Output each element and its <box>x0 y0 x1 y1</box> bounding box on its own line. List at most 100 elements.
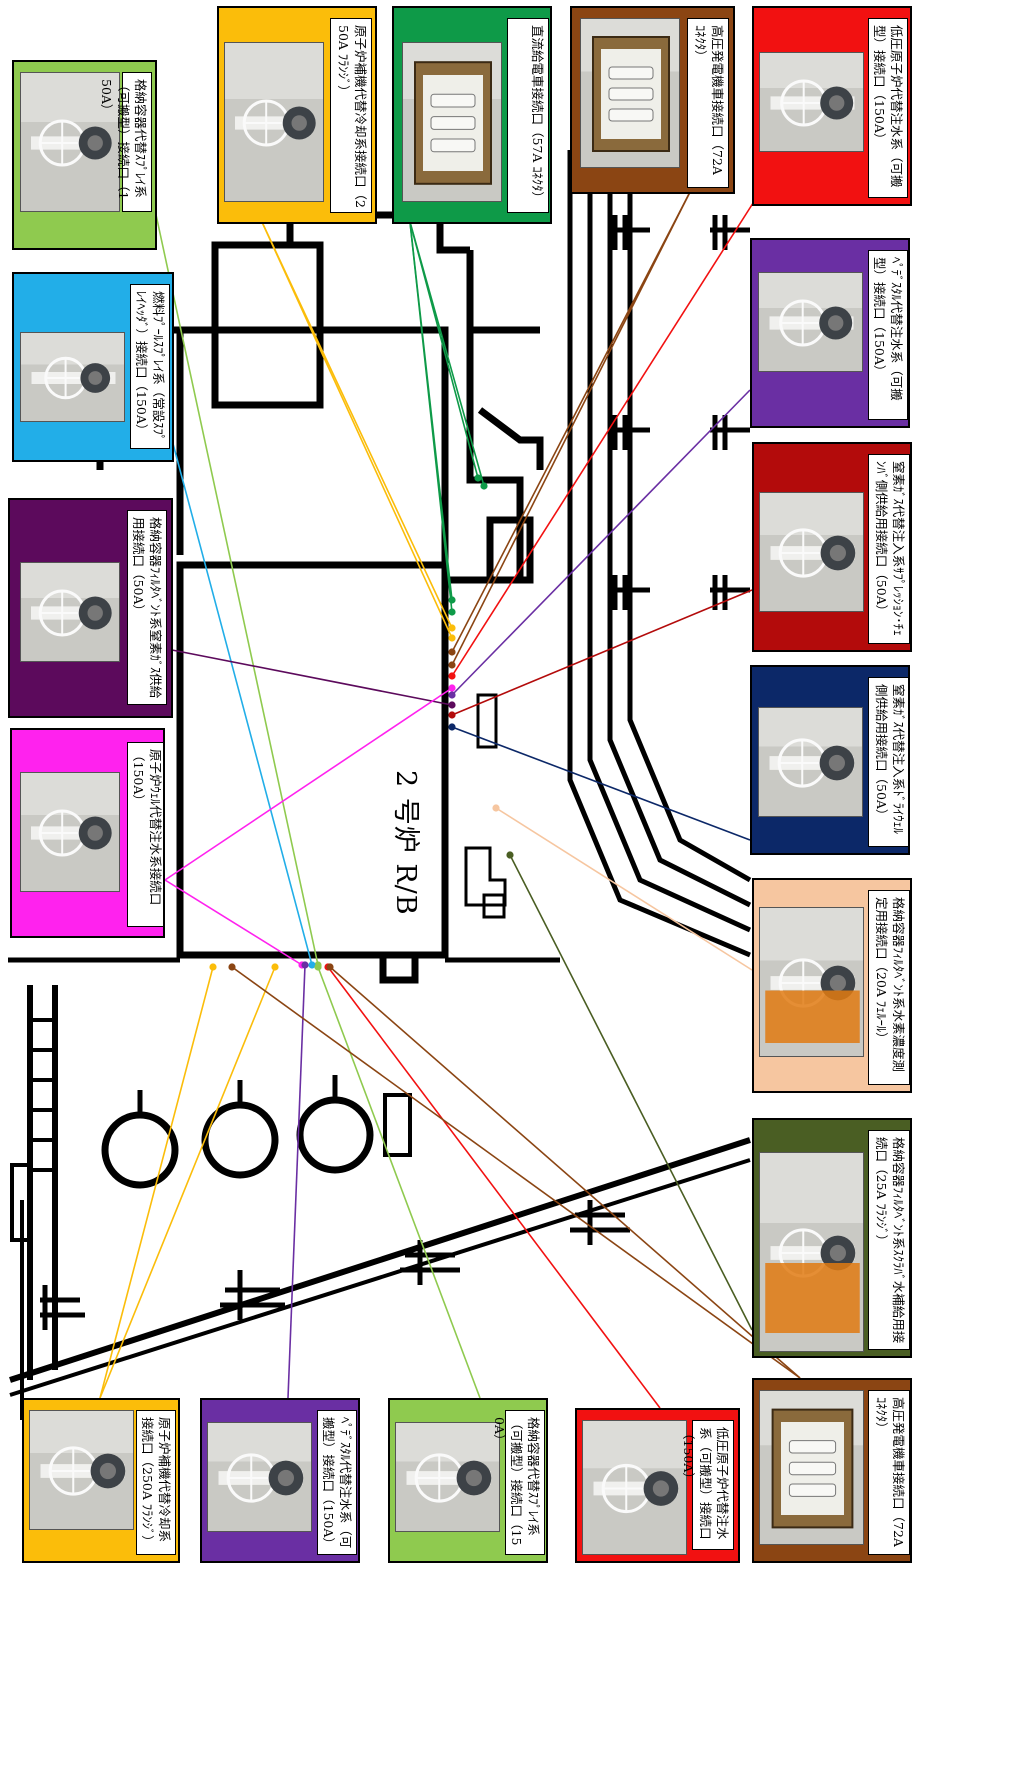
port-label: 格納容器ﾌｨﾙﾀﾍﾞﾝﾄ系窒素ｶﾞｽ供給用接続口（50A） <box>128 511 168 706</box>
port-caption: ﾍﾟﾃﾞｽﾀﾙ代替注水系（可搬型）接続口（150A） <box>317 1410 357 1555</box>
connection-point-c12 <box>492 804 499 811</box>
port-card-c17: 低圧原子炉代替注水系（可搬型）接続口（150A） <box>575 1408 740 1563</box>
port-caption: ﾍﾟﾃﾞｽﾀﾙ代替注水系（可搬型）接続口（150A） <box>868 250 908 420</box>
connection-point-c15 <box>301 961 308 968</box>
port-caption: 格納容器代替ｽﾌﾟﾚｲ系（可搬型）接続口（150A） <box>505 1410 545 1555</box>
port-card-c7: 高圧発電機車接続口（72A ｺﾈｸﾀ） <box>570 6 735 194</box>
port-card-c16: 格納容器代替ｽﾌﾟﾚｲ系（可搬型）接続口（150A） <box>388 1398 548 1563</box>
port-caption: 格納容器ﾌｨﾙﾀﾍﾞﾝﾄ系窒素ｶﾞｽ供給用接続口（50A） <box>127 510 167 705</box>
port-photo <box>207 1422 312 1532</box>
port-photo <box>759 1152 864 1352</box>
connection-point-c5 <box>448 624 455 631</box>
port-caption: 格納容器ﾌｨﾙﾀﾍﾞﾝﾄ系水素濃度測定用接続口（20A ﾌｪﾙｰﾙ） <box>868 890 910 1085</box>
port-caption: 原子炉補機代替冷却系接続口（250A ﾌﾗﾝｼﾞ） <box>136 1410 176 1555</box>
leader-line-c10 <box>452 590 752 715</box>
port-photo <box>759 907 864 1057</box>
port-label: ﾍﾟﾃﾞｽﾀﾙ代替注水系（可搬型）接続口（150A） <box>869 251 909 421</box>
port-card-c18: 高圧発電機車接続口（72A ｺﾈｸﾀ） <box>752 1378 912 1563</box>
port-label: 低圧原子炉代替注水系（可搬型）接続口（150A） <box>693 1421 735 1551</box>
port-caption: 原子炉ｳｪﾙ代替注水系接続口（150A） <box>127 742 165 927</box>
port-photo <box>582 1420 687 1555</box>
port-photo <box>759 1390 864 1545</box>
port-label: 窒素ｶﾞｽ代替注入系ｻﾌﾟﾚｯｼｮﾝ･ﾁｪﾝﾊﾞ側供給用接続口（50A） <box>869 455 911 645</box>
port-photo <box>20 332 125 422</box>
port-label: 格納容器代替ｽﾌﾟﾚｲ系（可搬型）接続口（150A） <box>506 1411 546 1556</box>
connection-point-c9 <box>448 691 455 698</box>
port-card-c9: ﾍﾟﾃﾞｽﾀﾙ代替注水系（可搬型）接続口（150A） <box>750 238 910 428</box>
building-label: 2 号炉 R/B <box>388 770 428 950</box>
port-photo <box>759 52 864 152</box>
leader-line-c15 <box>288 965 305 1398</box>
connection-point-c16 <box>314 963 321 970</box>
port-card-c15: ﾍﾟﾃﾞｽﾀﾙ代替注水系（可搬型）接続口（150A） <box>200 1398 360 1563</box>
port-caption: 窒素ｶﾞｽ代替注入系ｻﾌﾟﾚｯｼｮﾝ･ﾁｪﾝﾊﾞ側供給用接続口（50A） <box>868 454 910 644</box>
port-caption: 窒素ｶﾞｽ代替注入系ﾄﾞﾗｲｳｪﾙ側供給用接続口（50A） <box>868 677 910 847</box>
port-label: 直流給電車接続口（57A ｺﾈｸﾀ） <box>508 19 550 214</box>
port-card-c5: 原子炉補機代替冷却系接続口（250A ﾌﾗﾝｼﾞ） <box>217 6 377 224</box>
port-photo <box>758 707 863 817</box>
connection-point-c3 <box>448 701 455 708</box>
leader-line-c16 <box>318 967 480 1398</box>
port-caption: 格納容器ﾌｨﾙﾀﾍﾞﾝﾄ系ｽｸﾗﾊﾞ水補給用接続口（25A ﾌﾗﾝｼﾞ） <box>868 1130 910 1350</box>
connection-point-c5 <box>448 634 455 641</box>
port-caption: 格納容器代替ｽﾌﾟﾚｲ系（可搬型）接続口（150A） <box>122 72 152 212</box>
port-card-c13: 格納容器ﾌｨﾙﾀﾍﾞﾝﾄ系ｽｸﾗﾊﾞ水補給用接続口（25A ﾌﾗﾝｼﾞ） <box>752 1118 912 1358</box>
leader-line-c9 <box>452 390 750 695</box>
port-card-c14: 原子炉補機代替冷却系接続口（250A ﾌﾗﾝｼﾞ） <box>22 1398 180 1563</box>
port-photo <box>759 492 864 612</box>
port-card-c2: 燃料ﾌﾟｰﾙｽﾌﾟﾚｲ系（常設ｽﾌﾟﾚｲﾍｯﾀﾞ）接続口（150A） <box>12 272 174 462</box>
port-label: 原子炉ｳｪﾙ代替注水系接続口（150A） <box>128 743 165 928</box>
port-label: 燃料ﾌﾟｰﾙｽﾌﾟﾚｲ系（常設ｽﾌﾟﾚｲﾍｯﾀﾞ）接続口（150A） <box>131 285 171 450</box>
port-label: 原子炉補機代替冷却系接続口（250A ﾌﾗﾝｼﾞ） <box>331 19 373 214</box>
connection-point-c8 <box>448 672 455 679</box>
port-label: 低圧原子炉代替注水系（可搬型）接続口（150A） <box>869 19 909 199</box>
leader-line-c8 <box>452 200 755 676</box>
connection-point-c13 <box>506 851 513 858</box>
connection-point-c6 <box>448 608 455 615</box>
port-photo <box>20 772 120 892</box>
connection-point-c10 <box>448 711 455 718</box>
port-label: 格納容器代替ｽﾌﾟﾚｲ系（可搬型）接続口（150A） <box>123 73 153 213</box>
port-photo <box>758 272 863 372</box>
port-photo <box>580 18 680 168</box>
port-label: 格納容器ﾌｨﾙﾀﾍﾞﾝﾄ系水素濃度測定用接続口（20A ﾌｪﾙｰﾙ） <box>869 891 911 1086</box>
connection-point-c18 <box>228 963 235 970</box>
port-card-c12: 格納容器ﾌｨﾙﾀﾍﾞﾝﾄ系水素濃度測定用接続口（20A ﾌｪﾙｰﾙ） <box>752 878 912 1093</box>
leader-line-c13 <box>510 855 752 1330</box>
port-caption: 高圧発電機車接続口（72A ｺﾈｸﾀ） <box>868 1390 910 1555</box>
port-photo <box>29 1410 134 1530</box>
port-card-c6: 直流給電車接続口（57A ｺﾈｸﾀ） <box>392 6 552 224</box>
connection-point-c11 <box>448 723 455 730</box>
port-photo <box>395 1422 500 1532</box>
port-photo <box>20 562 120 662</box>
connection-point-c6 <box>480 482 487 489</box>
port-card-c3: 格納容器ﾌｨﾙﾀﾍﾞﾝﾄ系窒素ｶﾞｽ供給用接続口（50A） <box>8 498 173 718</box>
connection-point-c7 <box>448 661 455 668</box>
port-caption: 低圧原子炉代替注水系（可搬型）接続口（150A） <box>868 18 908 198</box>
port-card-c10: 窒素ｶﾞｽ代替注入系ｻﾌﾟﾚｯｼｮﾝ･ﾁｪﾝﾊﾞ側供給用接続口（50A） <box>752 442 912 652</box>
port-card-c4: 原子炉ｳｪﾙ代替注水系接続口（150A） <box>10 728 165 938</box>
port-photo <box>224 42 324 202</box>
port-label: ﾍﾟﾃﾞｽﾀﾙ代替注水系（可搬型）接続口（150A） <box>318 1411 358 1556</box>
leader-line-c18 <box>330 967 800 1378</box>
port-caption: 燃料ﾌﾟｰﾙｽﾌﾟﾚｲ系（常設ｽﾌﾟﾚｲﾍｯﾀﾞ）接続口（150A） <box>130 284 170 449</box>
port-label: 高圧発電機車接続口（72A ｺﾈｸﾀ） <box>688 19 730 189</box>
connection-point-c7 <box>448 648 455 655</box>
port-caption: 直流給電車接続口（57A ｺﾈｸﾀ） <box>507 18 549 213</box>
port-label: 原子炉補機代替冷却系接続口（250A ﾌﾗﾝｼﾞ） <box>137 1411 177 1556</box>
leader-line-c11 <box>452 727 750 840</box>
port-label: 窒素ｶﾞｽ代替注入系ﾄﾞﾗｲｳｪﾙ側供給用接続口（50A） <box>869 678 910 848</box>
port-card-c1: 格納容器代替ｽﾌﾟﾚｲ系（可搬型）接続口（150A） <box>12 60 157 250</box>
connection-point-c6 <box>448 596 455 603</box>
port-label: 格納容器ﾌｨﾙﾀﾍﾞﾝﾄ系ｽｸﾗﾊﾞ水補給用接続口（25A ﾌﾗﾝｼﾞ） <box>869 1131 911 1351</box>
connection-point-c14 <box>209 963 216 970</box>
connection-point-c6 <box>474 474 481 481</box>
port-card-c8: 低圧原子炉代替注水系（可搬型）接続口（150A） <box>752 6 912 206</box>
port-label: 高圧発電機車接続口（72A ｺﾈｸﾀ） <box>869 1391 911 1556</box>
port-caption: 高圧発電機車接続口（72A ｺﾈｸﾀ） <box>687 18 729 188</box>
connection-point-c14 <box>271 963 278 970</box>
port-caption: 原子炉補機代替冷却系接続口（250A ﾌﾗﾝｼﾞ） <box>330 18 372 213</box>
port-caption: 低圧原子炉代替注水系（可搬型）接続口（150A） <box>692 1420 734 1550</box>
port-photo <box>402 42 502 202</box>
connection-point-c18 <box>326 963 333 970</box>
